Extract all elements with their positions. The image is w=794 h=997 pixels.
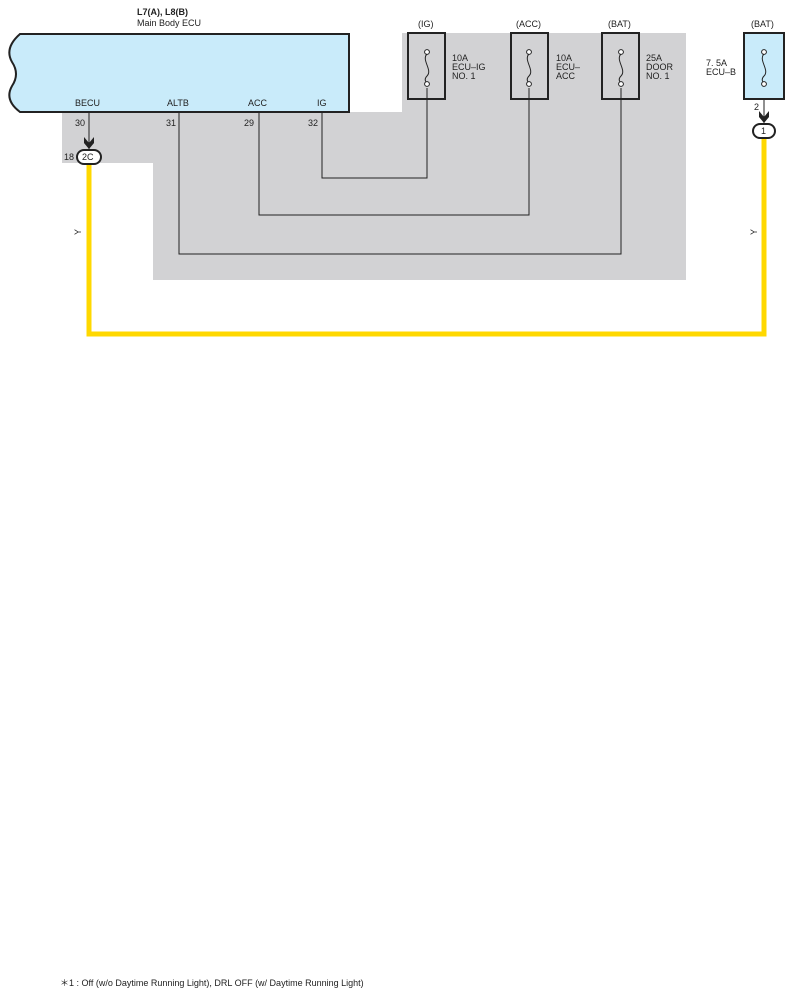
fuse-acc-line-2: ECU–: [556, 62, 580, 72]
fuse-ecu-ig: [407, 32, 446, 100]
fuse-ecub-pin: 2: [754, 102, 759, 112]
fuse-acc-line-3: ACC: [556, 71, 576, 81]
fuse-door-line-1: 25A: [646, 53, 662, 63]
fuse-ig-line-2: ECU–IG: [452, 62, 486, 72]
connector-1: 1: [752, 111, 776, 139]
fuse-source-bat: (BAT): [608, 19, 631, 29]
wire-altb: [178, 88, 622, 255]
footnote: ＊1 : Off (w/o Daytime Running Light), DR…: [60, 978, 364, 988]
fuse-door-no1: [601, 32, 640, 100]
terminal-becu: BECU: [75, 98, 100, 108]
pin-altb: 31: [166, 118, 176, 128]
fuse-ecub-line-2: ECU–B: [706, 67, 736, 77]
wire-ig: [321, 88, 428, 179]
connector-2c-pin: 18: [64, 152, 74, 162]
fuse-source-bat-2: (BAT): [751, 19, 774, 29]
ecu-body: [8, 33, 350, 113]
fuse-ecub-line-1: 7. 5A: [706, 58, 727, 68]
fuse-ig-line-1: 10A: [452, 53, 468, 63]
fuse-acc-line-1: 10A: [556, 53, 572, 63]
terminal-altb: ALTB: [167, 98, 189, 108]
pin-ig: 32: [308, 118, 318, 128]
connector-1-label: 1: [761, 126, 766, 136]
shaded-region: [62, 33, 686, 280]
connector-2c: 2C: [76, 137, 102, 165]
connector-2c-label: 2C: [82, 152, 94, 162]
wire-acc: [258, 88, 530, 216]
fuse-ecu-acc: [510, 32, 549, 100]
fuse-ig-line-3: NO. 1: [452, 71, 476, 81]
fuse-door-line-3: NO. 1: [646, 71, 670, 81]
fuse-source-ig: (IG): [418, 19, 434, 29]
fuse-ecu-b: [743, 32, 785, 100]
ecu-name: Main Body ECU: [137, 18, 201, 28]
wire-harness-y: [86, 138, 767, 337]
ecu-code: L7(A), L8(B): [137, 7, 188, 17]
terminal-ig: IG: [317, 98, 327, 108]
pin-becu: 30: [75, 118, 85, 128]
terminal-acc: ACC: [248, 98, 268, 108]
pin-acc: 29: [244, 118, 254, 128]
wire-color-right: Y: [749, 229, 759, 235]
fuse-door-line-2: DOOR: [646, 62, 674, 72]
wire-color-left: Y: [73, 229, 83, 235]
fuse-source-acc: (ACC): [516, 19, 541, 29]
